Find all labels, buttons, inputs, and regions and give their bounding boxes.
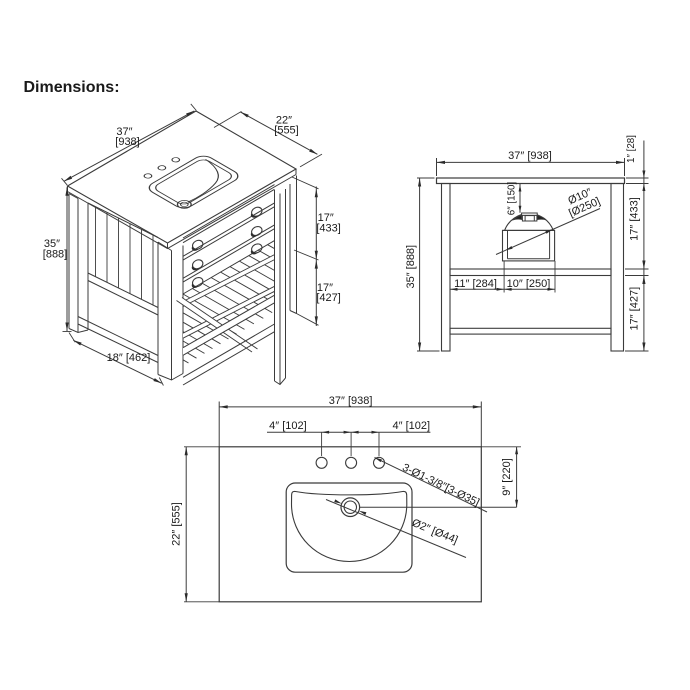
svg-text:4″ [102]: 4″ [102] <box>393 420 431 432</box>
svg-text:17″ [427]: 17″ [427] <box>628 287 640 331</box>
svg-text:1″ [28]: 1″ [28] <box>626 135 637 163</box>
svg-text:17″: 17″ <box>318 212 334 224</box>
svg-text:22″: 22″ <box>276 114 292 126</box>
svg-text:[433]: [433] <box>316 222 340 234</box>
svg-text:6″ [150]: 6″ [150] <box>507 182 518 216</box>
svg-text:[555]: [555] <box>274 125 298 137</box>
svg-text:Dimensions:: Dimensions: <box>24 79 120 96</box>
svg-text:18″ [462]: 18″ [462] <box>107 352 151 364</box>
svg-text:35″: 35″ <box>44 238 60 250</box>
svg-text:37″: 37″ <box>116 126 132 138</box>
svg-text:37″ [938]: 37″ [938] <box>508 150 552 162</box>
svg-text:4″ [102]: 4″ [102] <box>269 420 307 432</box>
svg-text:37″ [938]: 37″ [938] <box>329 395 373 407</box>
svg-text:[938]: [938] <box>115 136 139 148</box>
svg-text:11″ [284]: 11″ [284] <box>454 278 497 290</box>
svg-text:35″ [888]: 35″ [888] <box>405 245 417 289</box>
svg-text:[427]: [427] <box>316 292 340 304</box>
svg-text:22″ [555]: 22″ [555] <box>171 502 183 546</box>
svg-text:17″: 17″ <box>317 282 333 294</box>
svg-text:10″ [250]: 10″ [250] <box>507 278 551 290</box>
svg-text:9″ [220]: 9″ [220] <box>501 458 513 496</box>
svg-text:[888]: [888] <box>43 248 67 260</box>
svg-text:17″ [433]: 17″ [433] <box>628 197 640 241</box>
